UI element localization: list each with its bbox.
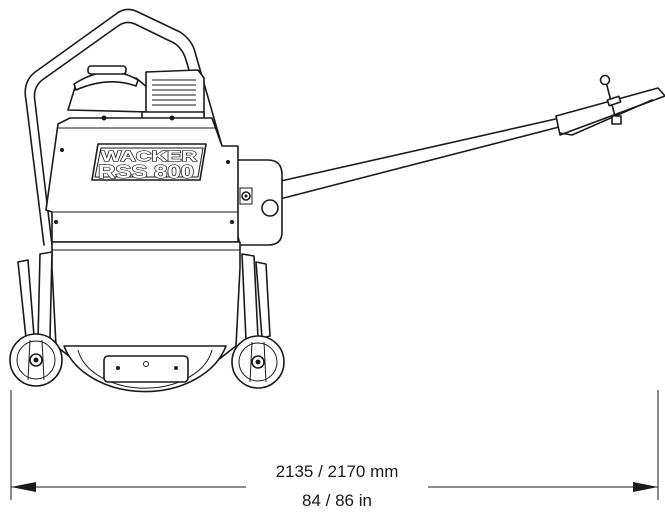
arrow-left-icon xyxy=(11,482,36,492)
dimension-metric-label: 2135 / 2170 mm xyxy=(276,462,399,481)
brand-logo: WACKER xyxy=(101,148,197,165)
dimension-imperial-label: 84 / 86 in xyxy=(302,491,372,510)
brand-panel: WACKER RSS 800 xyxy=(91,143,207,183)
plate-bolt-icon xyxy=(261,199,279,217)
right-caster-wheel xyxy=(231,253,285,389)
left-caster-wheel xyxy=(9,251,63,387)
model-label: RSS 800 xyxy=(98,162,194,182)
handle-knob-icon xyxy=(599,74,611,86)
arrow-right-icon xyxy=(633,482,658,492)
handle-bar xyxy=(271,74,665,201)
roll-cage-frame-inner xyxy=(33,21,217,246)
roll-cage-frame xyxy=(24,8,227,246)
drum-housing xyxy=(51,241,241,361)
length-dimension: 2135 / 2170 mm 84 / 86 in xyxy=(10,390,659,510)
engine-block xyxy=(67,65,205,123)
